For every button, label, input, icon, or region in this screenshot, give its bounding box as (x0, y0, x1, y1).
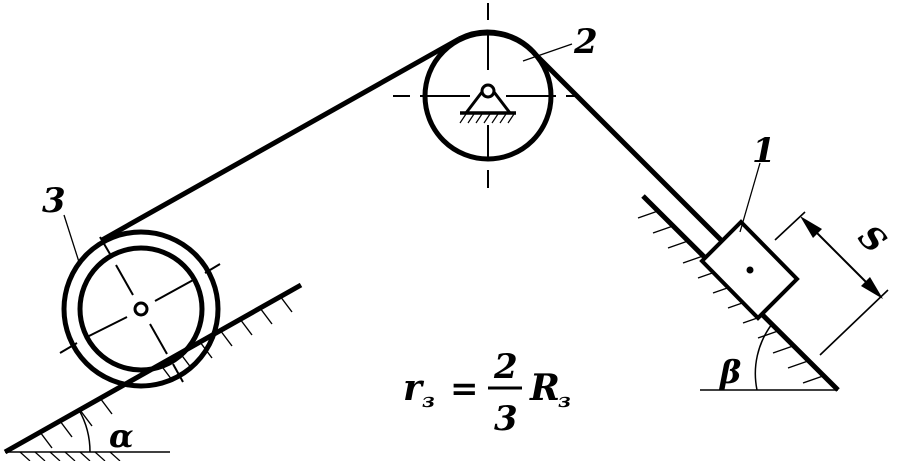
label-2-leader (522, 43, 573, 62)
label-1-leader (739, 162, 761, 233)
formula-rhs-symbol: R (529, 367, 560, 409)
formula-lhs-subscript: з (422, 388, 435, 412)
displacement-dimension (774, 211, 889, 356)
label-3-leader (63, 214, 80, 263)
label-displacement-s: S (851, 217, 894, 260)
block-1 (699, 219, 800, 321)
wheel-3-inner-rim (77, 245, 205, 373)
rope (100, 29, 724, 243)
pulley-2-centerlines (393, 3, 578, 188)
radius-formula: r з = 2 3 R з (403, 347, 571, 439)
label-leaders (63, 43, 761, 263)
left-incline (3, 282, 303, 461)
formula-rhs-subscript: з (558, 388, 571, 412)
formula-numerator: 2 (493, 347, 518, 387)
beta-angle-arc (754, 323, 773, 391)
wheel-3-centerlines (59, 236, 221, 383)
formula-equals: = (450, 369, 479, 409)
s-arrow-start (800, 216, 822, 238)
alpha-angle-arc (78, 409, 91, 453)
pulley-2 (393, 3, 578, 188)
alpha-hatching (19, 451, 121, 461)
label-angle-beta: β (719, 353, 741, 391)
right-incline-hatching (637, 210, 824, 384)
formula-denominator: 3 (494, 399, 518, 439)
pulley-2-axle (480, 83, 496, 99)
wheel-3 (59, 229, 221, 389)
label-body-2: 2 (573, 22, 598, 62)
s-extension-line-start (774, 211, 806, 241)
s-arrow-end (861, 277, 883, 299)
rope-right-segment (535, 54, 724, 243)
wheel-3-outer-rim (61, 229, 221, 389)
rope-left-segment (100, 36, 461, 243)
label-body-1: 1 (752, 131, 776, 171)
block-1-center-dot (746, 266, 754, 274)
wheel-3-axle (133, 301, 149, 317)
left-incline-hatching (39, 295, 293, 449)
label-angle-alpha: α (109, 417, 134, 455)
label-body-3: 3 (42, 181, 66, 221)
s-extension-line-end (819, 289, 889, 356)
pulley-2-pivot-support (459, 83, 516, 124)
formula-lhs-symbol: r (403, 367, 425, 409)
